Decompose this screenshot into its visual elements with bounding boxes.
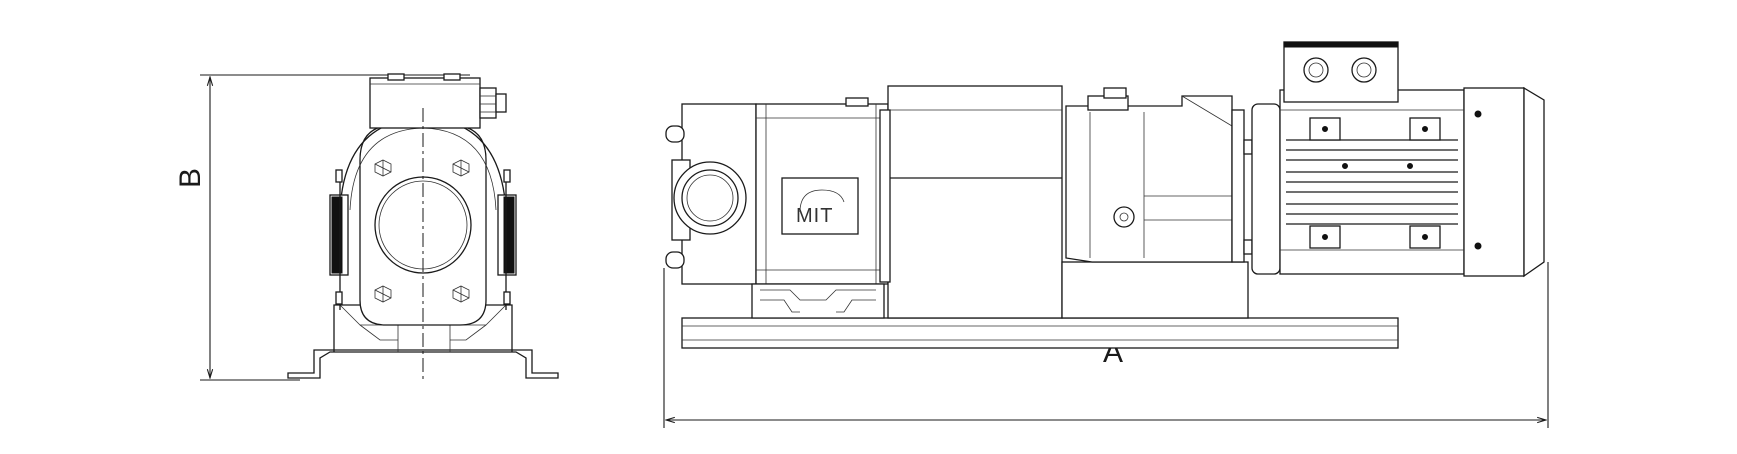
pump-head: MIT [665, 97, 889, 319]
hex-bolts [374, 159, 470, 303]
front-terminal-box [369, 77, 481, 129]
inlet-port [673, 161, 747, 235]
motor-terminal-box [1283, 41, 1399, 103]
electric-motor [1251, 41, 1545, 278]
gearbox-drain-plug [1113, 206, 1135, 228]
logo-text: MIT [796, 205, 833, 227]
dimension-b: B [174, 74, 470, 381]
dimension-label-b: B [174, 168, 207, 188]
gearbox [1061, 87, 1253, 319]
front-base-foot [287, 349, 559, 379]
side-view: A [663, 41, 1549, 428]
base-rail [681, 317, 1399, 349]
front-view: B [174, 73, 559, 382]
coupling-housing [887, 85, 1063, 319]
logo-plate [781, 177, 859, 235]
motor-fan-cover [1463, 87, 1525, 277]
